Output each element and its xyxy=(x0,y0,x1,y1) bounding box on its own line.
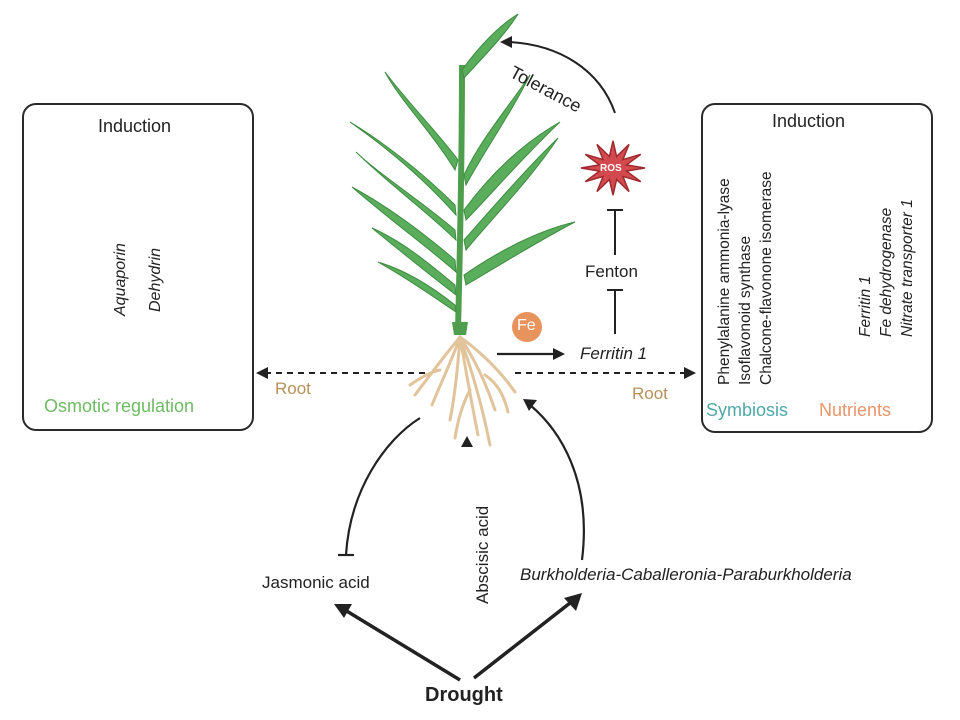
bacteria-to-root-arrow xyxy=(523,399,585,561)
fenton-inhibits-ros xyxy=(607,209,623,255)
fe-label: Fe xyxy=(517,317,536,334)
symbiosis-nutrients-panel xyxy=(701,103,933,433)
ros-label: ROS xyxy=(600,163,622,174)
jasmonic-inhibits-root xyxy=(338,417,421,557)
root-arrow-left xyxy=(256,367,425,379)
left-induction-label: Induction xyxy=(98,116,172,136)
fe-ferritin-arrow xyxy=(497,348,565,360)
gene-nitrate-transporter-1: Nitrate transporter 1 xyxy=(899,199,916,337)
nutrients-label: Nutrients xyxy=(819,400,892,420)
ferritin-1-label: Ferritin 1 xyxy=(580,344,648,363)
ferritin-inhibits-fenton xyxy=(607,289,623,334)
right-induction-label: Induction xyxy=(772,111,846,131)
abscisic-arrow xyxy=(461,436,473,680)
gene-aquaporin: Aquaporin xyxy=(112,243,129,316)
gene-fe-dehydrogenase: Fe dehydrogenase xyxy=(878,207,895,337)
gene-chalcone-flavonone-isomerase: Chalcone-flavonone isomerase xyxy=(758,171,775,385)
plant-icon xyxy=(349,13,576,335)
jasmonic-acid-label: Jasmonic acid xyxy=(262,573,370,592)
root-left-label: Root xyxy=(275,379,311,398)
tolerance-arc xyxy=(509,41,616,114)
gene-dehydrin: Dehydrin xyxy=(147,247,164,312)
drought-to-bacteria-arrow xyxy=(472,593,582,680)
abscisic-acid-label: Abscisic acid xyxy=(473,505,492,604)
root-arrow-right xyxy=(515,367,696,379)
root-right-label: Root xyxy=(632,384,668,403)
bacteria-label: Burkholderia-Caballeronia-Paraburkholder… xyxy=(520,565,852,584)
drought-to-jasmonic-arrow xyxy=(334,604,461,682)
fenton-label: Fenton xyxy=(585,262,638,281)
root-icon xyxy=(408,335,517,447)
fe-icon xyxy=(512,312,542,342)
gene-ferritin-1: Ferritin 1 xyxy=(857,275,874,337)
ros-icon xyxy=(580,140,646,196)
symbiosis-label: Symbiosis xyxy=(706,400,789,420)
osmotic-regulation-panel xyxy=(22,103,254,431)
gene-phenylalanine-ammonia-lyase: Phenylalanine ammonia-lyase xyxy=(716,178,733,385)
osmotic-regulation-label: Osmotic regulation xyxy=(44,396,195,416)
drought-label: Drought xyxy=(425,684,503,706)
gene-isoflavonoid-synthase: Isoflavonoid synthase xyxy=(737,235,754,385)
